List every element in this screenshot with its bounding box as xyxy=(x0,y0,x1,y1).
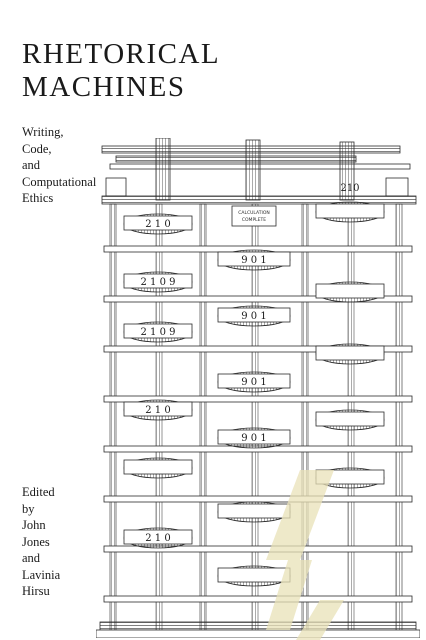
editor-line: Edited xyxy=(22,485,55,499)
dial-wheels xyxy=(123,201,385,587)
book-subtitle: Writing, Code, and Computational Ethics xyxy=(22,124,96,207)
dial-digits: 210 2 1 0 9 0 1 2 1 0 9 9 0 1 2 1 0 9 9 … xyxy=(141,183,360,544)
editor-line: by xyxy=(22,501,35,516)
calculation-complete-plaque: CALCULATION COMPLETE xyxy=(231,205,277,227)
title-line: MACHINES xyxy=(22,71,186,103)
plaque-text: CALCULATION xyxy=(238,210,270,216)
engine-tiers xyxy=(103,245,413,603)
editor-line: Jones xyxy=(22,534,50,549)
engine-base xyxy=(96,621,420,638)
subtitle-line: and xyxy=(22,158,41,172)
dial-digit: 210 xyxy=(340,183,359,194)
dial-digit: 9 0 1 xyxy=(241,311,266,322)
dial-digit: 2 1 0 xyxy=(145,405,170,416)
subtitle-line: Writing, xyxy=(22,125,64,139)
top-frame xyxy=(101,138,417,205)
editor-line: John xyxy=(22,518,46,532)
difference-engine-illustration: CALCULATION COMPLETE 210 2 1 0 9 0 1 2 1… xyxy=(96,138,420,638)
plaque-text: COMPLETE xyxy=(242,217,266,223)
dial-digit: 2 1 0 9 xyxy=(141,277,176,288)
subtitle-line: Computational xyxy=(22,174,97,189)
book-title: RHETORICAL MACHINES xyxy=(22,38,220,104)
title-line: RHETORICAL xyxy=(22,38,221,70)
editor-line: and xyxy=(22,551,41,565)
dial-digit: 2 1 0 9 xyxy=(141,327,176,338)
dial-digit: 9 0 1 xyxy=(241,377,266,388)
dial-digit: 9 0 1 xyxy=(241,433,266,444)
editor-credit: Edited by John Jones and Lavinia Hirsu xyxy=(22,484,60,600)
dial-digit: 9 0 1 xyxy=(241,255,266,266)
dial-digit: 2 1 0 xyxy=(145,533,170,544)
editor-line: Hirsu xyxy=(22,584,50,598)
subtitle-line: Ethics xyxy=(22,191,54,205)
subtitle-line: Code, xyxy=(22,141,52,156)
dial-digit: 2 1 0 xyxy=(145,219,170,230)
editor-line: Lavinia xyxy=(22,567,61,582)
